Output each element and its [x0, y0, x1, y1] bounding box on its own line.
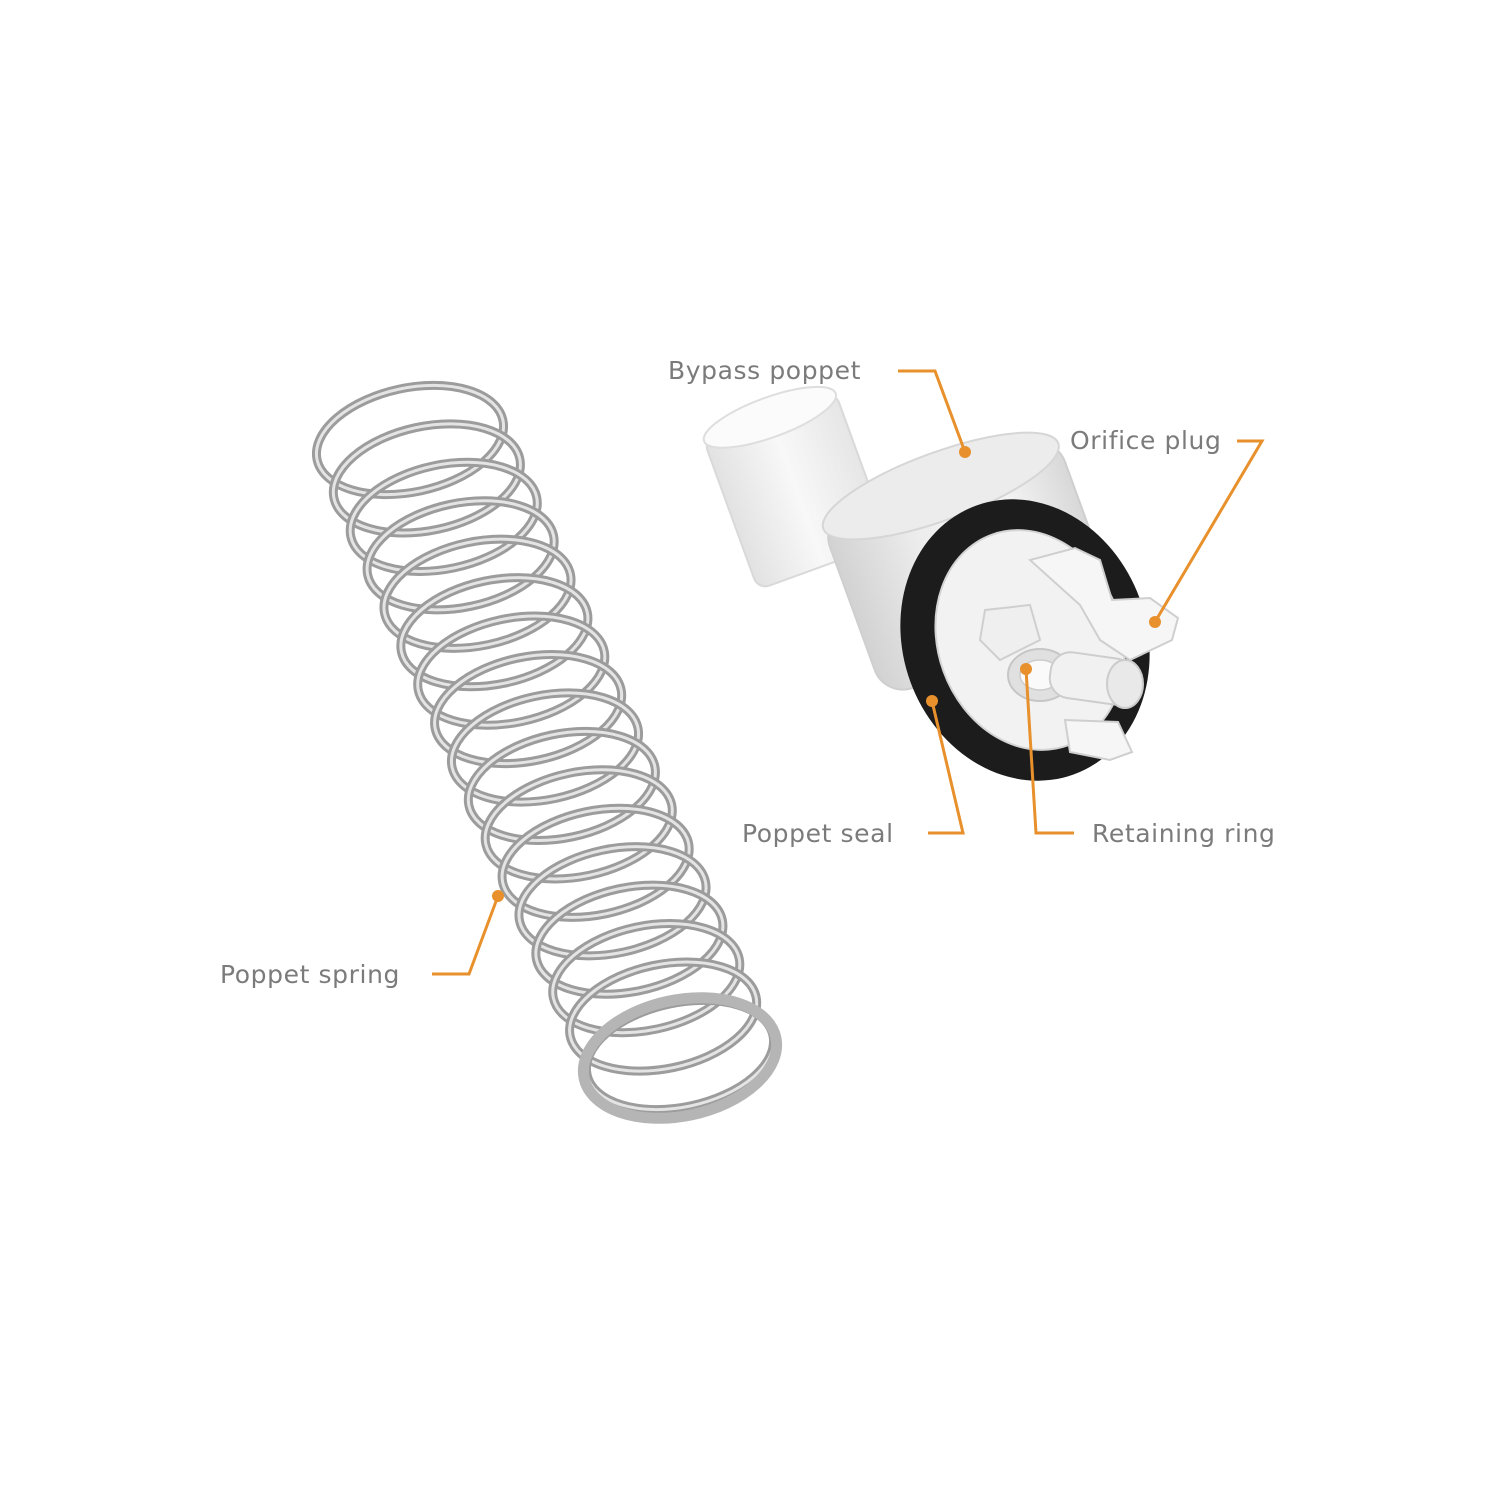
label-bypass-poppet: Bypass poppet [668, 356, 862, 385]
spring-coil-highlight [449, 691, 641, 804]
label-poppet-spring: Poppet spring [220, 960, 400, 989]
spring-coil-highlight [568, 960, 759, 1073]
spring-coil-highlight [517, 845, 708, 958]
spring-coil-highlight [365, 499, 556, 612]
spring-coil-highlight [331, 422, 522, 535]
dot-bypass-poppet [959, 446, 971, 458]
spring-coil-highlight [314, 383, 506, 497]
spring-coil-highlight [483, 768, 674, 881]
spring-coil-highlight [534, 883, 725, 996]
poppet-spring-illustration [311, 380, 783, 1124]
spring-end-ring [577, 992, 783, 1124]
spring-coil-highlight [348, 460, 539, 573]
orifice-plug [978, 546, 1180, 762]
spring-coil-highlight [382, 537, 573, 650]
spring-coil-highlight [416, 614, 607, 727]
center-pin [1048, 651, 1144, 709]
label-orifice-plug: Orifice plug [1070, 426, 1222, 455]
leader-line-orifice-plug [1153, 439, 1265, 623]
dot-orifice-plug [1149, 616, 1161, 628]
spring-coil-highlight [500, 806, 691, 919]
leader-line-poppet-seal [928, 700, 965, 835]
callout-dots [492, 446, 1161, 902]
spring-coil-highlight [399, 576, 590, 689]
spring-coil-highlight [551, 922, 742, 1035]
leader-lines [432, 369, 1265, 976]
dot-retaining-ring [1020, 663, 1032, 675]
spring-coil-highlight [433, 652, 624, 766]
bypass-poppet-illustration [702, 385, 1180, 781]
leader-line-poppet-spring [432, 895, 500, 976]
leader-line-bypass-poppet [898, 369, 967, 453]
leader-line-retaining-ring [1024, 668, 1074, 835]
label-poppet-seal: Poppet seal [742, 819, 894, 848]
dot-poppet-spring [492, 890, 504, 902]
dot-poppet-seal [926, 695, 938, 707]
label-retaining-ring: Retaining ring [1092, 819, 1276, 848]
spring-coil-highlight [466, 729, 657, 843]
